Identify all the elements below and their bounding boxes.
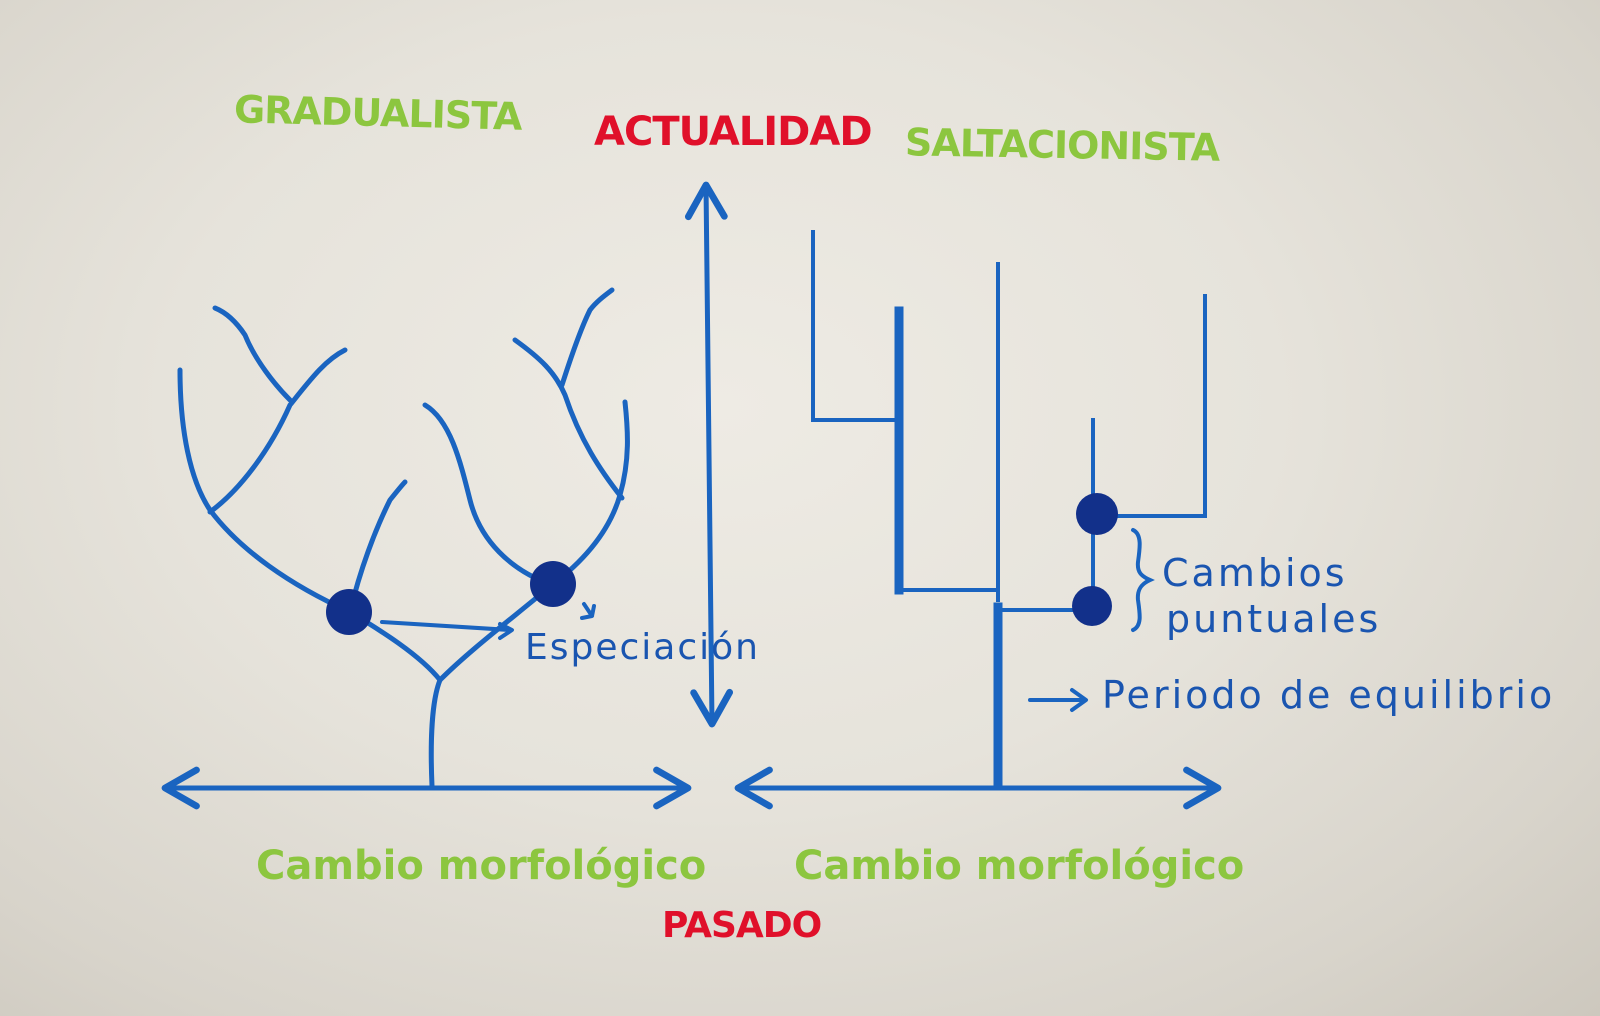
left-lineage xyxy=(177,367,353,615)
right-twig xyxy=(559,287,615,388)
especiacion-label: Especiación xyxy=(525,627,760,668)
saltationist-tree xyxy=(811,230,1207,791)
speciation-node-right xyxy=(530,561,576,607)
right-subbranch xyxy=(512,337,625,501)
punctuated-node-lower xyxy=(1072,586,1112,626)
speciation-pointer xyxy=(380,602,596,640)
left-twig xyxy=(212,305,293,403)
equilibrium-pointer xyxy=(1028,688,1088,712)
gradualist-tree xyxy=(177,287,630,789)
left-step-branch xyxy=(811,230,901,422)
speciation-node-left xyxy=(326,589,372,635)
periodo-equilibrio-label: Periodo de equilibrio xyxy=(1102,673,1556,717)
actualidad-label: ACTUALIDAD xyxy=(594,109,873,155)
cambios-label: Cambios xyxy=(1162,551,1348,595)
punctuated-node-upper xyxy=(1076,493,1118,535)
gradualista-title: GRADUALISTA xyxy=(233,87,523,139)
pasado-label: PASADO xyxy=(662,905,822,946)
far-right-branch xyxy=(1091,294,1207,518)
punctuated-bracket xyxy=(1131,528,1155,632)
time-axis xyxy=(684,181,734,728)
saltacionista-title: SALTACIONISTA xyxy=(904,120,1220,170)
cambio-morfologico-right-label: Cambio morfológico xyxy=(794,843,1245,889)
left-short-branch xyxy=(347,479,408,615)
cambio-morfologico-left-label: Cambio morfológico xyxy=(256,843,707,889)
left-clade-connector xyxy=(897,588,1000,602)
puntuales-label: puntuales xyxy=(1166,597,1382,641)
tree-trunk xyxy=(428,677,443,789)
right-inner-lineage xyxy=(422,402,555,588)
left-subbranch xyxy=(207,347,348,515)
